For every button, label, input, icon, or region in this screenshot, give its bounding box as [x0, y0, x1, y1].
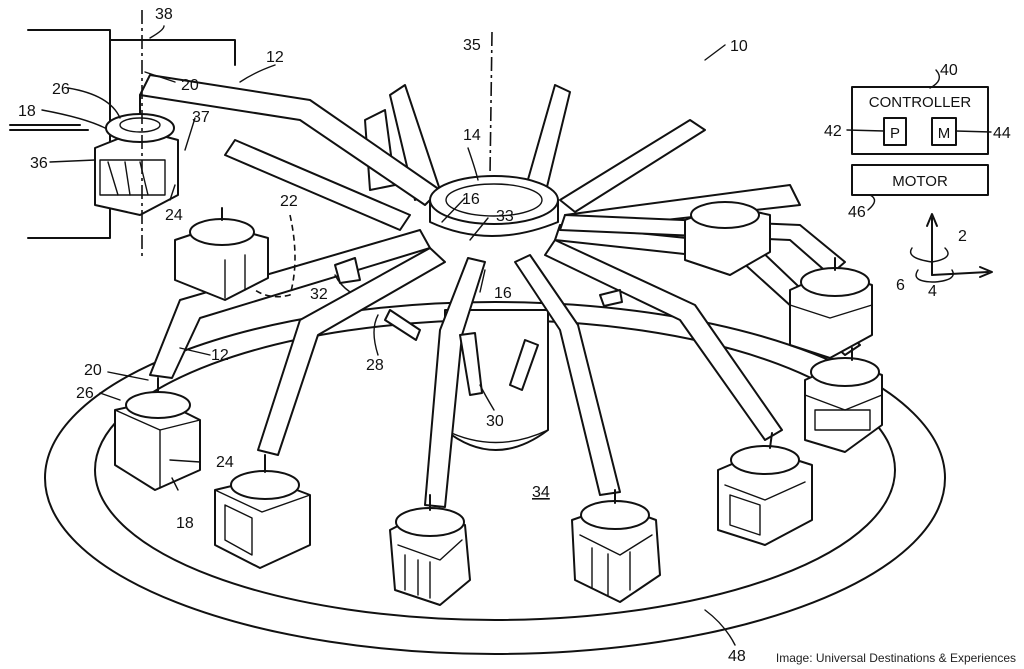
label-10: 10: [730, 38, 748, 55]
label-20-detail: 20: [181, 77, 199, 94]
axis-triad: [911, 214, 992, 282]
label-38: 38: [155, 6, 173, 23]
hub: [430, 176, 558, 236]
vehicle-front-4: [572, 490, 660, 602]
label-12-top: 12: [266, 49, 284, 66]
vehicle-front-5: [718, 433, 812, 545]
vehicle-front-left: [115, 378, 200, 490]
processor-label: P: [890, 125, 900, 142]
controller-block: CONTROLLER P M MOTOR: [852, 87, 988, 195]
label-16-lower: 16: [494, 285, 512, 302]
label-26-front: 26: [76, 385, 94, 402]
label-18-front: 18: [176, 515, 194, 532]
label-33: 33: [496, 208, 514, 225]
controller-title: CONTROLLER: [869, 94, 972, 111]
label-24-front: 24: [216, 454, 234, 471]
label-axis-6: 6: [896, 277, 905, 294]
label-26-detail: 26: [52, 81, 70, 98]
label-24-detail: 24: [165, 207, 183, 224]
label-40: 40: [940, 62, 958, 79]
label-44: 44: [993, 125, 1011, 142]
motor-title: MOTOR: [892, 173, 948, 190]
vehicle-front-2: [215, 455, 310, 568]
label-36: 36: [30, 155, 48, 172]
label-22: 22: [280, 193, 298, 210]
label-48: 48: [728, 648, 746, 665]
vehicle-front-6: [805, 348, 882, 452]
label-12-left: 12: [211, 347, 229, 364]
label-46: 46: [848, 204, 866, 221]
label-18-detail: 18: [18, 103, 36, 120]
label-20-front: 20: [84, 362, 102, 379]
label-42: 42: [824, 123, 842, 140]
memory-label: M: [938, 125, 951, 142]
image-credit: Image: Universal Destinations & Experien…: [776, 651, 1016, 665]
label-16-upper: 16: [462, 191, 480, 208]
label-37: 37: [192, 109, 210, 126]
label-axis-2: 2: [958, 228, 967, 245]
detail-vehicle: [10, 30, 235, 238]
label-30: 30: [486, 413, 504, 430]
label-32: 32: [310, 286, 328, 303]
label-34: 34: [532, 484, 550, 501]
vehicle-front-7: [790, 258, 872, 358]
label-35: 35: [463, 37, 481, 54]
label-14: 14: [463, 127, 481, 144]
label-axis-4: 4: [928, 283, 937, 300]
vehicle-front-3: [390, 495, 470, 605]
label-28: 28: [366, 357, 384, 374]
vehicle-back-left: [175, 208, 268, 300]
